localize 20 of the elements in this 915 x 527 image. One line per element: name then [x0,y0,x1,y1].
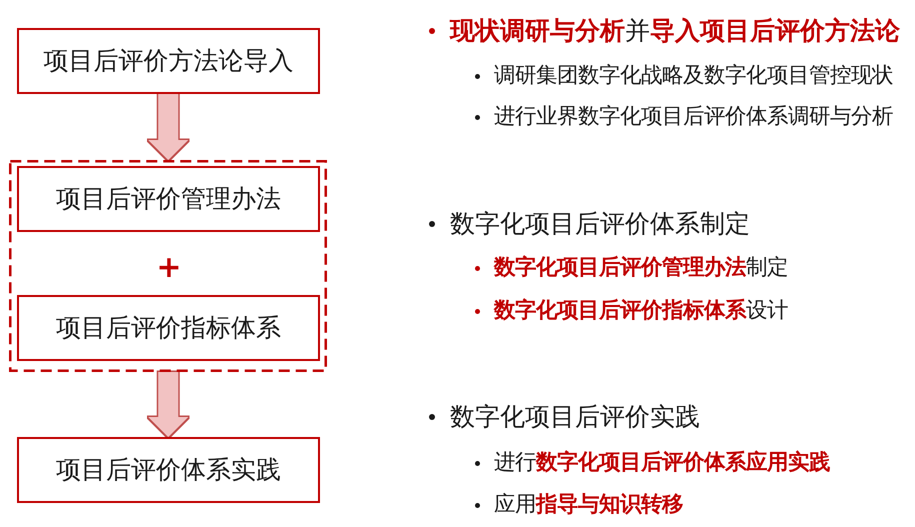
step-box [17,166,320,232]
block-arrow [148,372,188,437]
dashed-group-frame [9,160,327,372]
step-box [17,28,320,94]
step-label: 项目后评价管理办法 [56,184,281,214]
bullet-text: 数字化项目后评价管理办法制定 [494,255,788,281]
bullet-text: 数字化项目后评价指标体系设计 [494,298,788,324]
bullet-text: 进行数字化项目后评价体系应用实践 [494,450,830,476]
plus-sign: + [156,253,182,283]
bullet-text: 进行业界数字化项目后评价体系调研与分析 [494,104,893,130]
step-label: 项目后评价体系实践 [56,456,281,484]
step-label: 项目后评价指标体系 [56,314,281,342]
heading-bullet-text: 现状调研与分析并导入项目后评价方法论 [450,16,900,46]
heading-bullet-text: 数字化项目后评价体系制定 [450,209,750,239]
heading-bullet-text: 数字化项目后评价实践 [450,402,700,432]
step-label: 项目后评价方法论导入 [44,46,294,76]
step-box [17,437,320,503]
bullet-text: 应用指导与知识转移 [494,492,683,518]
bullet-text: 调研集团数字化战略及数字化项目管控现状 [494,63,893,89]
step-box [17,295,320,361]
